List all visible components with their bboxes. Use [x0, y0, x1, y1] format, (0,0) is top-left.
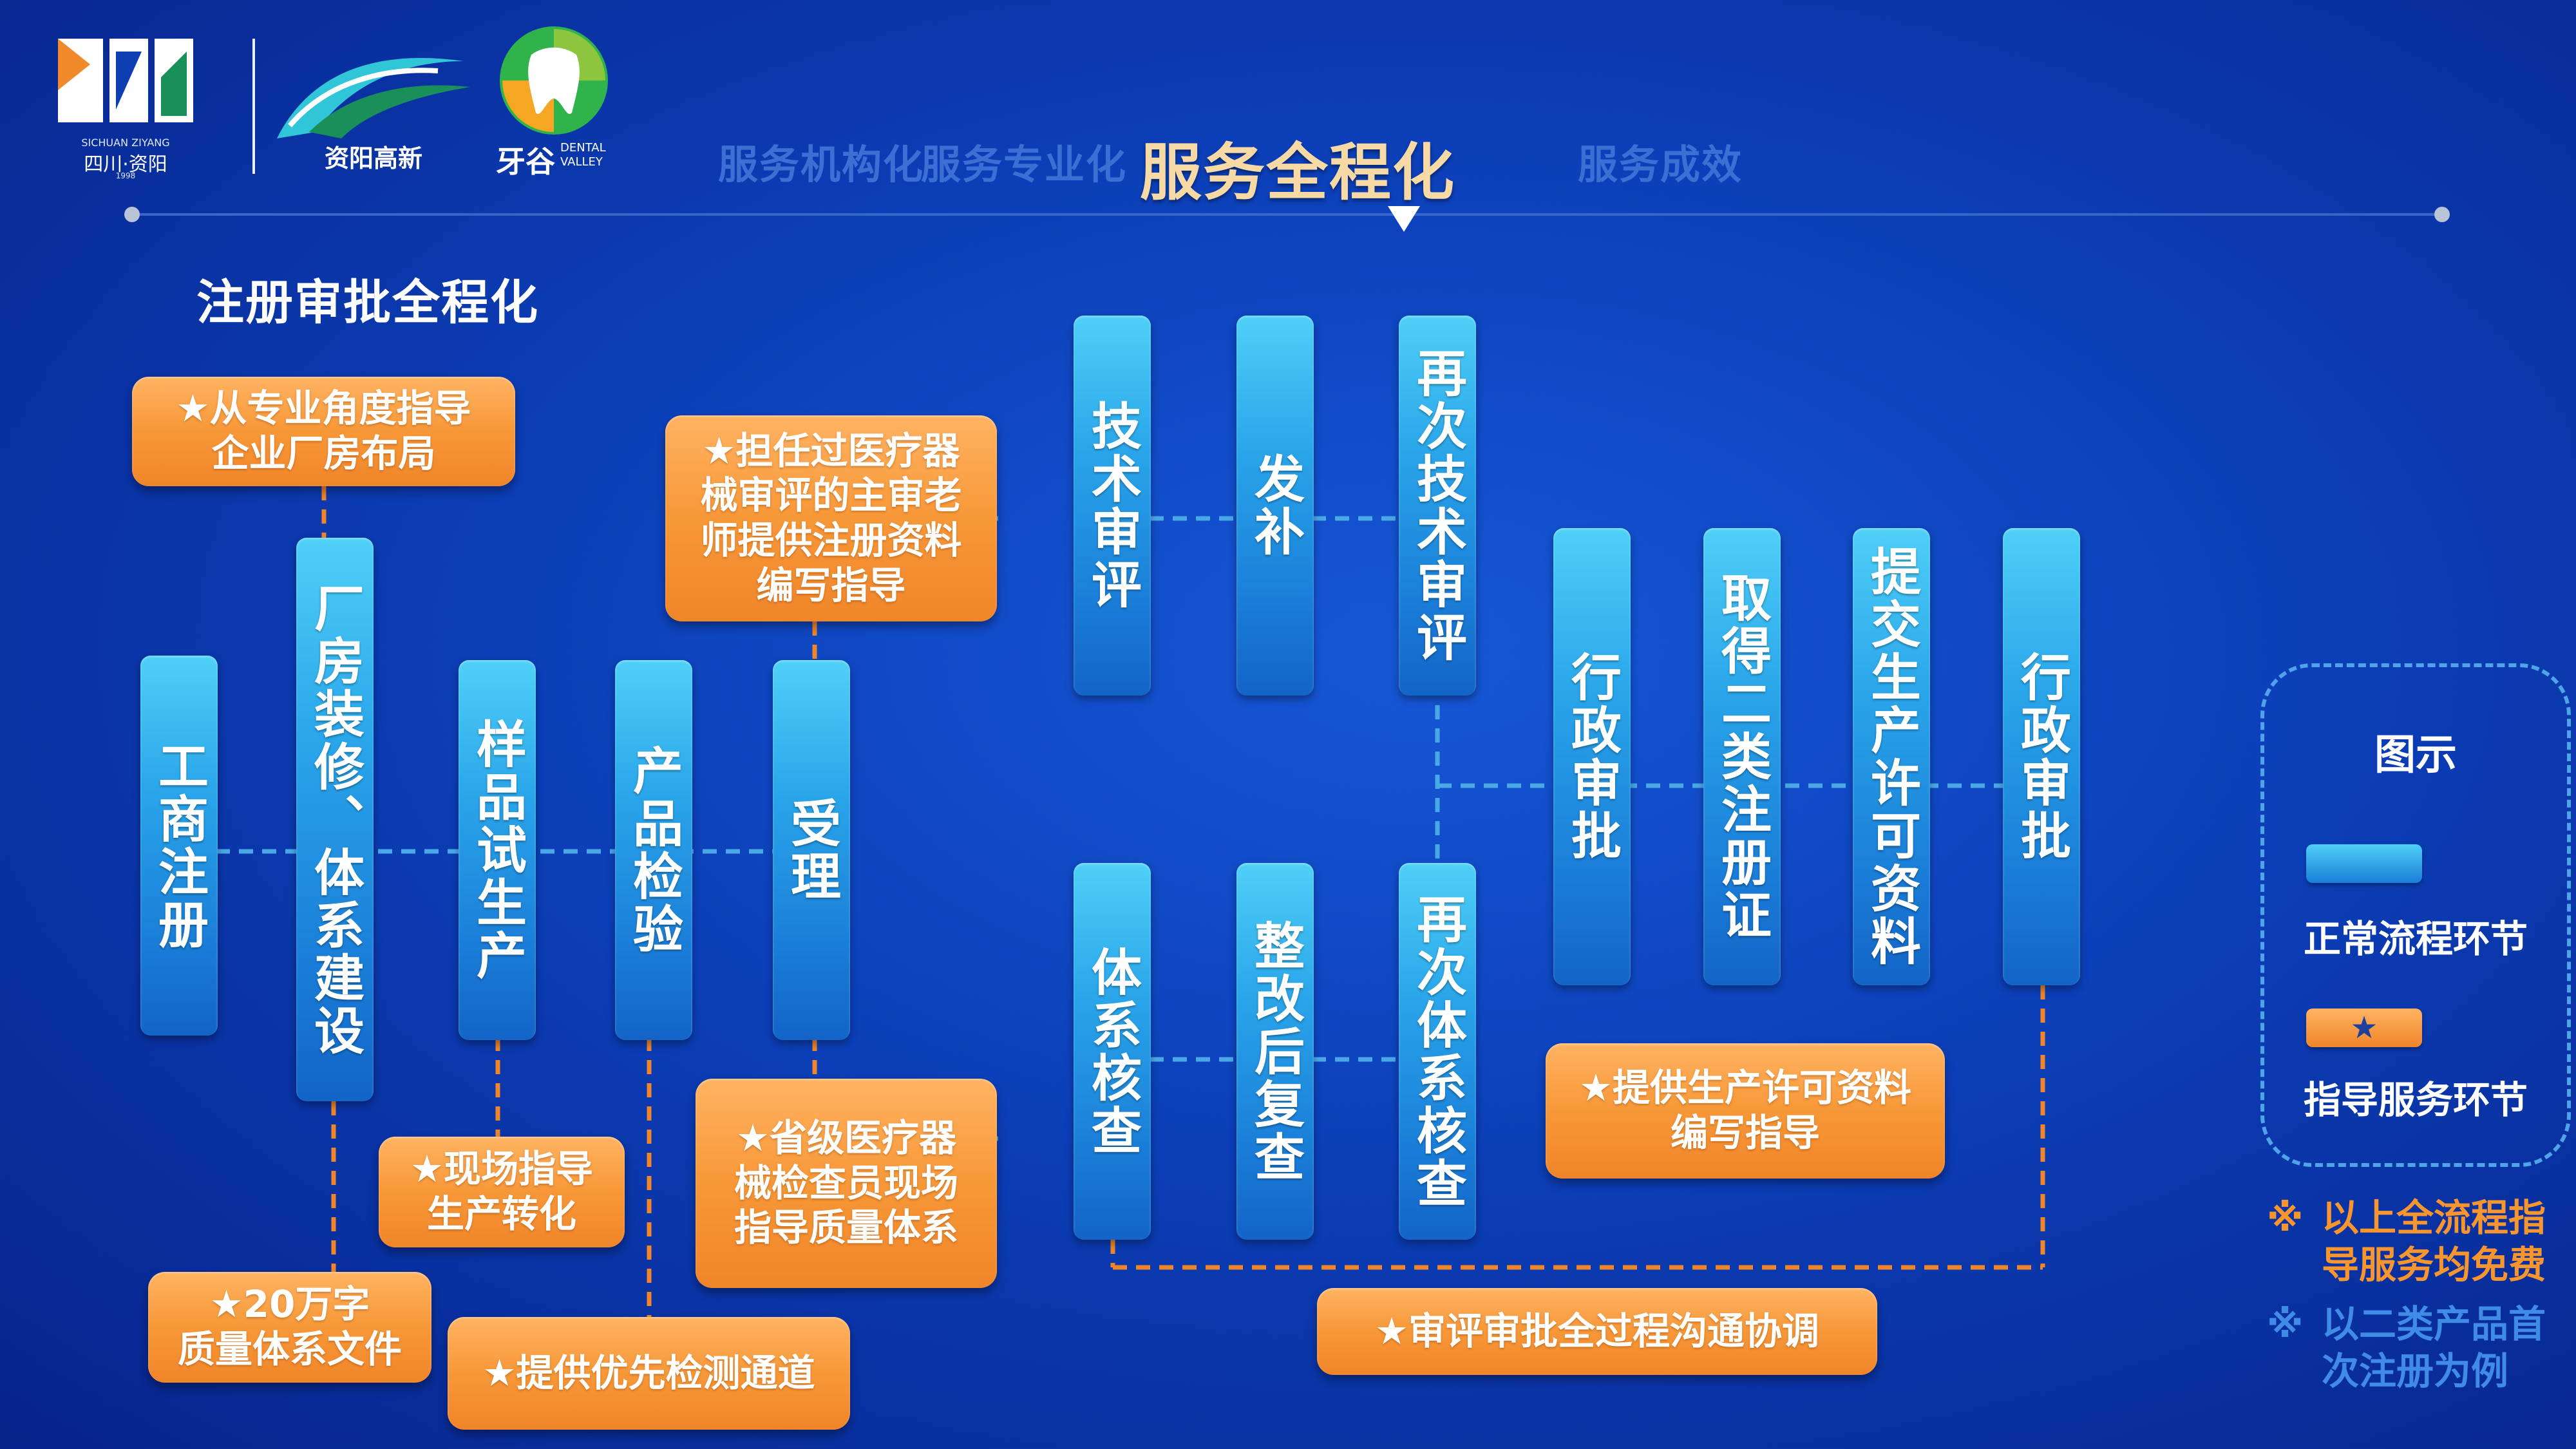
step-label: 行政审批	[1563, 651, 1621, 862]
guide-text: ★从专业角度指导 企业厂房布局	[176, 386, 471, 475]
logo-divider	[252, 39, 255, 174]
guide-production-transfer: ★现场指导 生产转化	[379, 1137, 625, 1247]
guide-quality-documents: ★20万字 质量体系文件	[148, 1272, 431, 1383]
step-label: 厂房装修、体系建设	[306, 582, 364, 1057]
sichuan-ziyang-logo: SICHUAN ZIYANG 四川·资阳 1998	[52, 26, 200, 180]
step-rectification-recheck: 整改后复查	[1236, 863, 1314, 1240]
step-label: 产品检验	[625, 744, 683, 956]
note-text: 以上全流程指 导服务均免费	[2322, 1196, 2546, 1287]
note-mark: ※	[2267, 1196, 2304, 1240]
tooth-icon	[500, 26, 608, 135]
step-technical-review: 技术审评	[1074, 316, 1151, 696]
guide-text: ★担任过医疗器 械审评的主审老 师提供注册资料 编写指导	[700, 428, 962, 607]
step-label: 样品试生产	[468, 718, 526, 982]
step-second-system-verification: 再次体系核查	[1399, 863, 1476, 1240]
step-product-inspection: 产品检验	[615, 660, 692, 1040]
step-submit-production-license: 提交生产许可资料	[1853, 528, 1930, 985]
tab-service-professional[interactable]: 服务专业化	[921, 141, 1128, 188]
legend-normal-label: 正常流程环节	[2303, 917, 2528, 961]
nav-track-end-dot	[2434, 207, 2450, 222]
step-label: 受理	[782, 797, 840, 903]
guide-registration-docs: ★担任过医疗器 械审评的主审老 师提供注册资料 编写指导	[665, 415, 997, 621]
step-plant-renovation: 厂房装修、体系建设	[296, 538, 374, 1101]
guide-review-coordination: ★审评审批全过程沟通协调	[1317, 1288, 1877, 1375]
legend-guide-label: 指导服务环节	[2303, 1078, 2528, 1122]
tab-service-results[interactable]: 服务成效	[1578, 141, 1743, 188]
sichuan-ziyang-logo-mark	[58, 39, 193, 122]
step-label: 整改后复查	[1246, 919, 1304, 1184]
gaoxin-logo-mark	[277, 58, 470, 138]
dental-valley-logo: 牙谷 DENTAL VALLEY	[496, 23, 625, 184]
guide-priority-testing: ★提供优先检测通道	[448, 1317, 850, 1430]
step-system-verification: 体系核查	[1074, 863, 1151, 1240]
legend-normal-swatch	[2306, 844, 2422, 883]
ziyang-gaoxin-logo: 资阳高新	[270, 35, 477, 177]
yagu-en-line2: VALLEY	[560, 155, 603, 169]
tab-service-full-process[interactable]: 服务全程化	[1140, 137, 1455, 209]
legend-guide-swatch: ★	[2306, 1009, 2422, 1047]
legend: 图示 正常流程环节 ★ 指导服务环节	[2260, 663, 2571, 1167]
step-label: 再次技术审评	[1408, 347, 1466, 664]
guide-text: ★提供优先检测通道	[482, 1350, 815, 1395]
legend-title: 图示	[2374, 732, 2457, 779]
step-label: 提交生产许可资料	[1862, 545, 1920, 968]
guide-text: ★省级医疗器 械检查员现场 指导质量体系	[734, 1116, 958, 1250]
guide-text: ★审评审批全过程沟通协调	[1375, 1309, 1819, 1353]
nav-active-indicator-icon	[1388, 206, 1420, 232]
step-label: 行政审批	[2012, 651, 2070, 862]
step-obtain-class2-certificate: 取得二类注册证	[1703, 528, 1781, 985]
step-administrative-approval-final: 行政审批	[2003, 528, 2080, 985]
logo-caption: 四川·资阳	[84, 153, 167, 176]
nav-track-start-dot	[124, 207, 140, 222]
section-title: 注册审批全程化	[196, 275, 539, 330]
star-icon: ★	[2350, 1010, 2378, 1046]
guide-text: ★20万字 质量体系文件	[177, 1282, 402, 1371]
note-mark: ※	[2267, 1302, 2304, 1346]
guide-production-license-docs: ★提供生产许可资料 编写指导	[1546, 1043, 1945, 1179]
tab-service-institution[interactable]: 服务机构化	[718, 141, 925, 188]
guide-quality-system-onsite: ★省级医疗器 械检查员现场 指导质量体系	[696, 1079, 997, 1288]
step-label: 再次体系核查	[1408, 893, 1466, 1210]
step-sample-trial-production: 样品试生产	[459, 660, 536, 1040]
step-acceptance: 受理	[773, 660, 850, 1040]
step-label: 发补	[1246, 453, 1304, 558]
step-administrative-approval: 行政审批	[1553, 528, 1631, 985]
note-text: 以二类产品首 次注册为例	[2322, 1302, 2546, 1393]
guide-text: ★现场指导 生产转化	[410, 1147, 593, 1236]
nav-track-line	[132, 213, 2444, 216]
yagu-caption: 牙谷	[496, 144, 555, 179]
logo-year: 1998	[115, 171, 136, 180]
guide-plant-layout: ★从专业角度指导 企业厂房布局	[132, 377, 515, 486]
step-label: 工商注册	[150, 740, 208, 951]
logo-en-caption: SICHUAN ZIYANG	[81, 137, 170, 149]
step-business-registration: 工商注册	[140, 656, 218, 1036]
step-second-technical-review: 再次技术审评	[1399, 316, 1476, 696]
step-label: 取得二类注册证	[1713, 572, 1771, 942]
guide-text: ★提供生产许可资料 编写指导	[1579, 1066, 1911, 1155]
gaoxin-caption: 资阳高新	[324, 144, 422, 173]
yagu-en-line1: DENTAL	[560, 141, 606, 155]
step-label: 体系核查	[1083, 945, 1141, 1157]
step-supplement: 发补	[1236, 316, 1314, 696]
step-label: 技术审评	[1083, 400, 1141, 611]
